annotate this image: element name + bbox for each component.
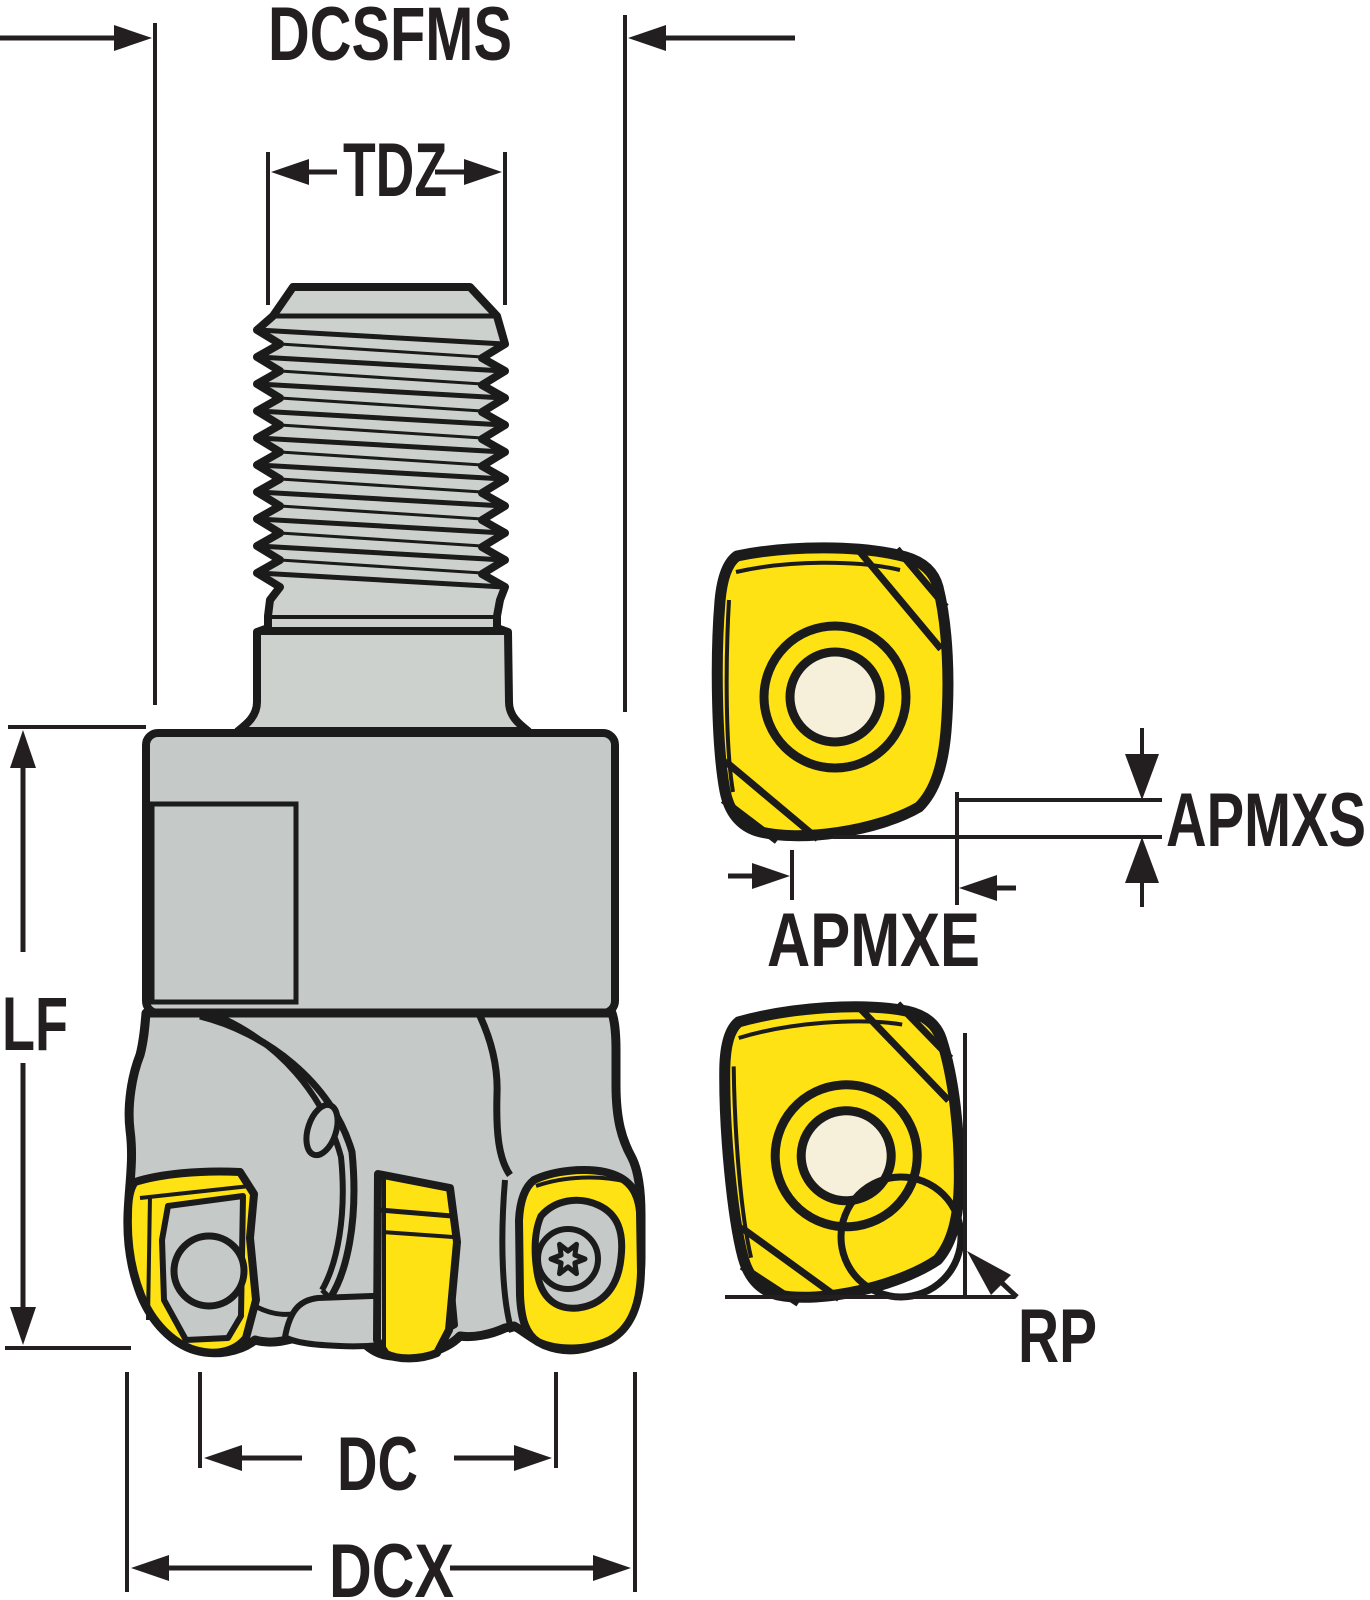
- insert-sw-facet-2: [720, 797, 780, 844]
- insert-left-edge-line: [724, 599, 735, 793]
- dc-arrow-left-head: [204, 1445, 242, 1471]
- dim-dc: DC: [198, 1372, 558, 1507]
- tdz-arrow-right-head: [464, 159, 502, 185]
- cutter-head: [123, 1008, 646, 1363]
- insert-front-ne-facet-2: [895, 1001, 954, 1061]
- insert-edge-left-side-line: [146, 1194, 152, 1321]
- apmxe-label: APMXE: [767, 898, 980, 983]
- insert-front-view: [719, 1001, 965, 1307]
- dim-dcsfms: DCSFMS: [0, 0, 795, 712]
- dcsfms-arrow-left-head: [114, 25, 152, 51]
- dim-apmxs: APMXS: [833, 728, 1366, 907]
- dcsfms-arrow-right-head: [628, 25, 666, 51]
- tdz-arrow-left-head: [271, 159, 309, 185]
- thread-outline: [234, 283, 532, 735]
- insert-sw-facet-1: [722, 758, 821, 842]
- dcx-label: DCX: [329, 1529, 454, 1600]
- lf-arrow-up-head: [10, 730, 36, 768]
- milling-cutter-drawing: [123, 283, 646, 1363]
- dc-label: DC: [337, 1422, 418, 1507]
- tool-body: [142, 729, 619, 1017]
- apmxs-arrow-up-head: [1125, 837, 1159, 883]
- insert-face-right: [515, 1166, 645, 1353]
- dim-lf: LF: [2, 725, 146, 1350]
- insert-edge-middle-crease-2: [381, 1230, 454, 1239]
- lf-arrow-down-head: [10, 1307, 36, 1345]
- flute-teardrop-detail: [303, 1101, 341, 1159]
- insert-front-sw-facet-1: [738, 1224, 842, 1302]
- shank-thread: [234, 283, 532, 735]
- dc-arrow-right-head: [514, 1445, 552, 1471]
- insert-front-ne-facet-1: [858, 1006, 952, 1103]
- insert-edge-middle: [373, 1170, 461, 1363]
- dcsfms-label: DCSFMS: [268, 0, 512, 77]
- thread-crest-lines: [257, 327, 505, 590]
- head-screw-hole: [170, 1232, 248, 1310]
- apmxs-label: APMXS: [1166, 778, 1366, 863]
- rp-arrow-head: [967, 1251, 1011, 1295]
- dim-rp: RP: [725, 1033, 1097, 1379]
- insert-ne-facet-2: [894, 546, 949, 610]
- apmxs-arrow-down-head: [1125, 754, 1159, 800]
- insert-edge-left: [123, 1167, 260, 1357]
- insert-top-edge-line: [735, 560, 901, 574]
- dim-apmxe: APMXE: [728, 850, 1016, 983]
- insert-edge-middle-crease-1: [378, 1207, 453, 1219]
- insert-top-view: [711, 542, 954, 844]
- insert-center-hole: [785, 647, 885, 747]
- body-flat-panel: [149, 801, 299, 1005]
- insert-edge-left-facet-line: [139, 1184, 251, 1200]
- apmxe-arrow-right-head: [959, 875, 997, 901]
- insert-front-top-edge-line: [738, 1019, 903, 1040]
- rp-label: RP: [1018, 1294, 1097, 1379]
- dim-dcx: DCX: [125, 1372, 637, 1600]
- torx-screw-icon: [535, 1226, 601, 1292]
- lf-label: LF: [2, 982, 68, 1067]
- apmxe-arrow-left-head: [752, 863, 790, 889]
- insert-ne-facet-1: [857, 549, 944, 652]
- rp-arrow-stem: [1000, 1281, 1019, 1299]
- insert-face-right-facet-line: [535, 1175, 629, 1188]
- insert-edge-middle-body: [373, 1170, 461, 1363]
- dim-tdz: TDZ: [266, 128, 507, 305]
- insert-front-left-edge-line: [731, 1066, 754, 1259]
- tdz-label: TDZ: [343, 128, 447, 213]
- dcx-arrow-right-head: [593, 1555, 631, 1581]
- insert-front-center-hole: [796, 1106, 896, 1206]
- dcx-arrow-left-head: [131, 1555, 169, 1581]
